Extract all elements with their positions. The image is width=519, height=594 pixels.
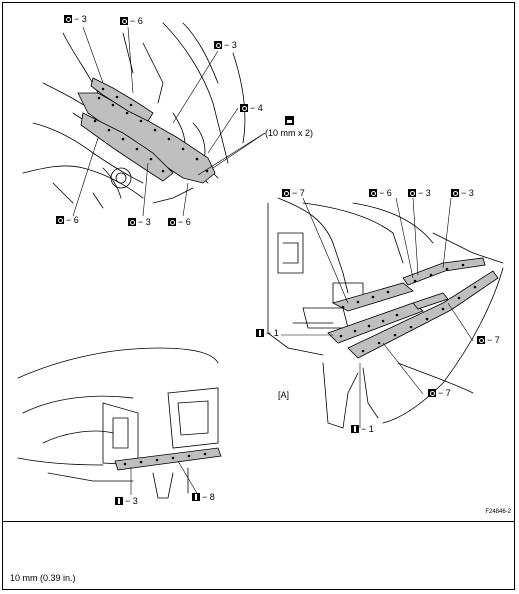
bolt-symbol-icon — [168, 218, 176, 226]
figure-frame — [2, 2, 515, 590]
callout-i3-bottom: − 3 — [115, 496, 138, 506]
bolt-symbol-icon — [56, 216, 64, 224]
bolt-symbol-icon — [477, 336, 485, 344]
bolt-symbol-icon — [369, 189, 377, 197]
callout-i8-bottom: − 8 — [192, 492, 215, 502]
callout-o3-mid: − 3 — [128, 217, 151, 227]
callout-o3-right-a: − 3 — [408, 188, 431, 198]
callout-o3-top-left: − 3 — [64, 14, 87, 24]
callout-o3-right-b: − 3 — [451, 188, 474, 198]
callout-o7-right-side: − 7 — [477, 335, 500, 345]
socket-wrench-icon — [284, 116, 294, 125]
callout-o6-top: − 6 — [120, 16, 143, 26]
bolt-symbol-icon — [428, 389, 436, 397]
bolt-symbol-icon — [451, 189, 459, 197]
view-label-A: [A] — [278, 390, 290, 400]
tool-size-label: (10 mm x 2) — [265, 128, 314, 138]
callout-o3-top-right: − 3 — [214, 40, 237, 50]
callout-o7-right-top: − 7 — [282, 188, 305, 198]
figure-id: F24846-2 — [485, 509, 511, 515]
bolt-symbol-icon — [115, 497, 123, 505]
caption-divider — [2, 521, 515, 522]
callout-o6-right: − 6 — [369, 188, 392, 198]
callout-i1-right-left: − 1 — [256, 328, 279, 338]
bolt-symbol-icon — [120, 17, 128, 25]
bolt-symbol-icon — [214, 41, 222, 49]
tool-callout: (10 mm x 2) — [265, 116, 313, 139]
callout-i1-right-bottom: − 1 — [351, 424, 374, 434]
bolt-symbol-icon — [64, 15, 72, 23]
bolt-symbol-icon — [282, 189, 290, 197]
callout-o4: − 4 — [240, 103, 263, 113]
assembly-illustration — [17, 22, 504, 499]
bolt-symbol-icon — [408, 189, 416, 197]
bolt-symbol-icon — [256, 329, 264, 337]
dimension-note: 10 mm (0.39 in.) — [10, 573, 76, 583]
callout-o7-right-bottom: − 7 — [428, 388, 451, 398]
callout-o6-left: − 6 — [56, 215, 79, 225]
bolt-symbol-icon — [128, 218, 136, 226]
bolt-symbol-icon — [240, 104, 248, 112]
callout-o6-mid: − 6 — [168, 217, 191, 227]
bolt-symbol-icon — [192, 493, 200, 501]
bolt-symbol-icon — [351, 425, 359, 433]
